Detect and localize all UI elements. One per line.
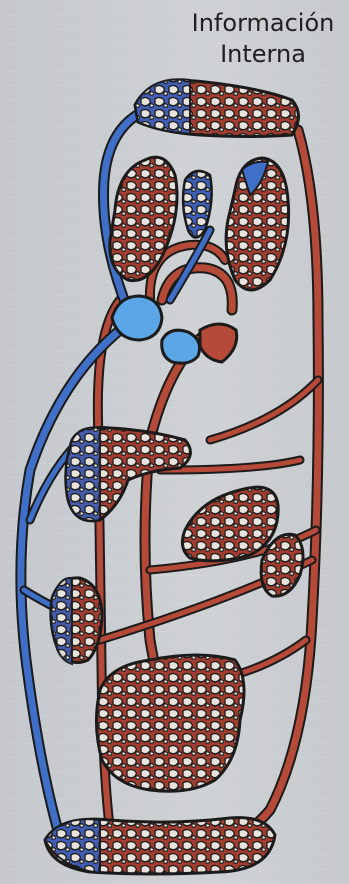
heart-ventricle-red xyxy=(200,324,237,362)
heart-atrium xyxy=(112,296,162,340)
heart-ventricle-blue xyxy=(162,330,200,363)
bottom-capillary-bed xyxy=(45,818,275,874)
lower-large-organ xyxy=(96,655,244,791)
gill-capillary-bed xyxy=(135,79,299,136)
upper-right-organ xyxy=(226,158,289,290)
upper-left-organ xyxy=(110,157,177,280)
heart xyxy=(112,296,237,363)
lower-left-organ xyxy=(51,578,102,664)
